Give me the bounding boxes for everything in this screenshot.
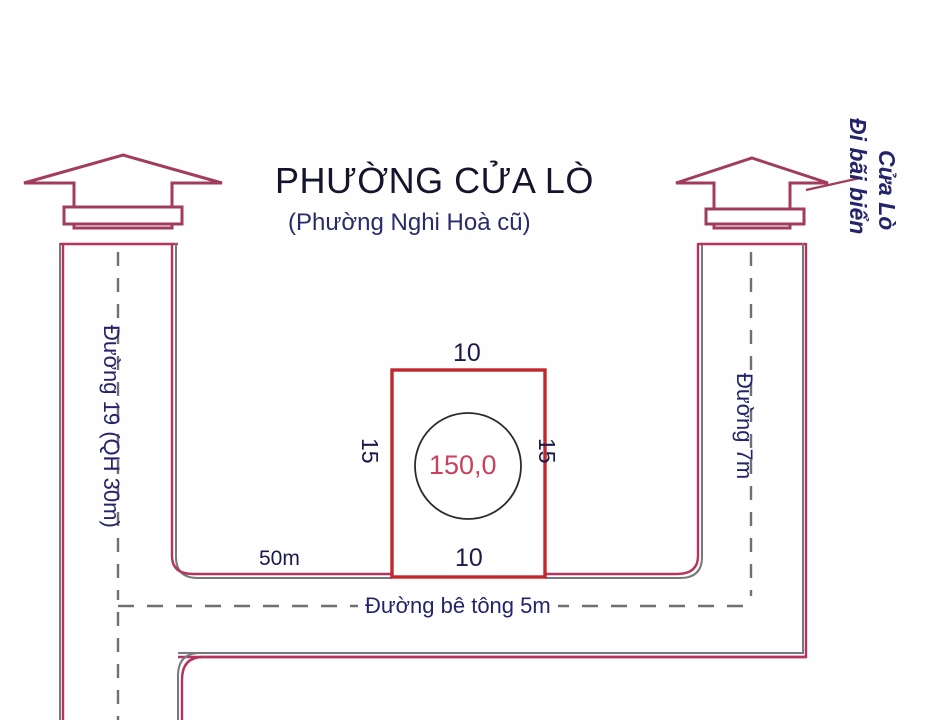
road-label-concrete: Đường bê tông 5m	[358, 595, 558, 617]
right-arrow-bar	[704, 207, 806, 226]
plot-dimension-right: 15	[534, 438, 560, 464]
beach-direction-line-1: Đi bãi biển	[845, 118, 871, 235]
beach-leader-line	[805, 176, 861, 192]
page-title: PHƯỜNG CỬA LÒ	[275, 160, 594, 201]
road-label-right: Đường 7m	[732, 373, 757, 480]
left-arrow-bar	[62, 205, 184, 226]
left-up-arrow-icon	[23, 153, 223, 230]
beach-direction-line-2: Cửa Lò	[874, 150, 900, 231]
plot-dimension-left: 15	[357, 438, 383, 464]
plot-area-circle	[414, 412, 522, 520]
left-road	[59, 242, 392, 720]
page-subtitle: (Phường Nghi Hoà cũ)	[288, 209, 531, 236]
plot-area-label: 150,0	[429, 450, 497, 480]
road-label-left: Đường 19 (QH 30m)	[99, 325, 124, 528]
plot-dimension-top: 10	[453, 339, 481, 367]
lower-road-block	[177, 652, 806, 720]
plot-dimension-bottom: 10	[455, 544, 483, 572]
frontage-length-label: 50m	[259, 547, 300, 570]
